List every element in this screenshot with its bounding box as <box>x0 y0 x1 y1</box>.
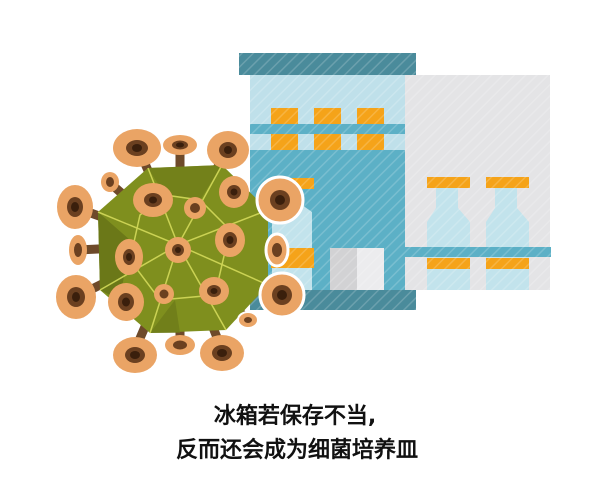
virus-icon <box>56 129 306 373</box>
caption-line-2: 反而还会成为细菌培养皿 <box>175 438 418 463</box>
refrigerator-icon <box>239 53 551 310</box>
virus-spikes <box>56 129 306 373</box>
caption-line-1: 冰箱若保存不当, <box>213 404 377 429</box>
